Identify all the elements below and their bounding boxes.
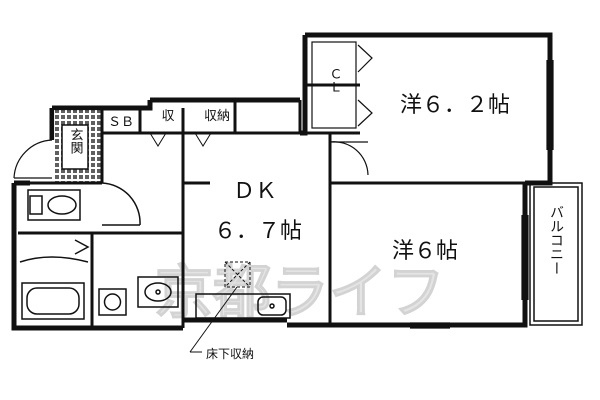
- storage-doors: [149, 132, 212, 147]
- washing-machine: [98, 288, 127, 316]
- washbasin: [137, 276, 179, 308]
- entrance-door[interactable]: [13, 139, 53, 179]
- room-label-dk-size: ６．７帖: [214, 219, 302, 244]
- room-label-dk: ＤＫ: [233, 179, 277, 204]
- interior-walls: [14, 83, 525, 328]
- room-label-balcony: バルコニー: [548, 205, 564, 275]
- watermark-logo: 京都ライフ: [154, 258, 445, 327]
- underfloor-storage-hatch[interactable]: [189, 261, 251, 353]
- room-doors[interactable]: [329, 141, 369, 176]
- annotation-underfloor-storage: 床下収納: [206, 347, 254, 361]
- room-label-entrance: 玄関: [68, 128, 84, 155]
- room-label-storage-small: 収: [161, 109, 174, 124]
- balcony: [529, 182, 583, 326]
- svg-text:京都ライフ: 京都ライフ: [155, 258, 445, 326]
- toilet: [27, 182, 141, 226]
- room-label-storage: 収納: [204, 109, 230, 124]
- closet: [311, 41, 373, 129]
- room-label-western-62: 洋６．２帖: [400, 93, 510, 118]
- room-label-shoe-box: ＳＢ: [108, 115, 134, 130]
- room-label-closet: ＣＬ: [327, 67, 342, 93]
- room-label-western-6: 洋６帖: [392, 239, 458, 264]
- bathtub: [19, 239, 90, 320]
- kitchen-counter: [195, 293, 291, 319]
- windows: [410, 60, 554, 329]
